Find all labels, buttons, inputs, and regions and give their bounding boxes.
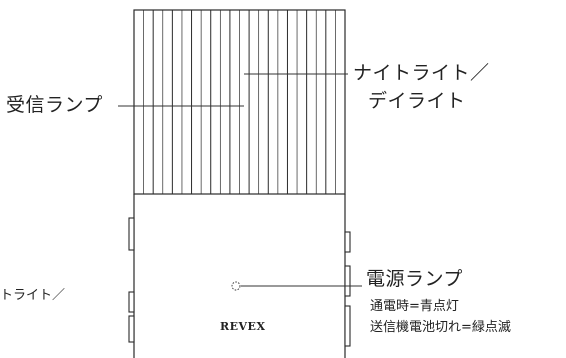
night-light-label-line1: ナイトライト／ (353, 62, 490, 84)
power-lamp-label: 電源ランプ (366, 268, 463, 290)
battery-low-note: 送信機電池切れ=緑点滅 (370, 320, 511, 335)
brand-logo: REVEX (220, 320, 266, 333)
receive-lamp-label: 受信ランプ (6, 94, 103, 116)
power-lamp-indicator (231, 281, 241, 291)
left-side-buttons (128, 217, 135, 343)
leader-lines (118, 73, 362, 287)
right-side-buttons (344, 231, 351, 347)
cropped-left-label: トライト／ (0, 288, 66, 303)
ribbed-lamp-head (133, 9, 346, 195)
power-on-note: 通電時=青点灯 (370, 299, 459, 314)
device-body (133, 194, 346, 358)
night-light-label-line2: デイライト (368, 90, 466, 112)
